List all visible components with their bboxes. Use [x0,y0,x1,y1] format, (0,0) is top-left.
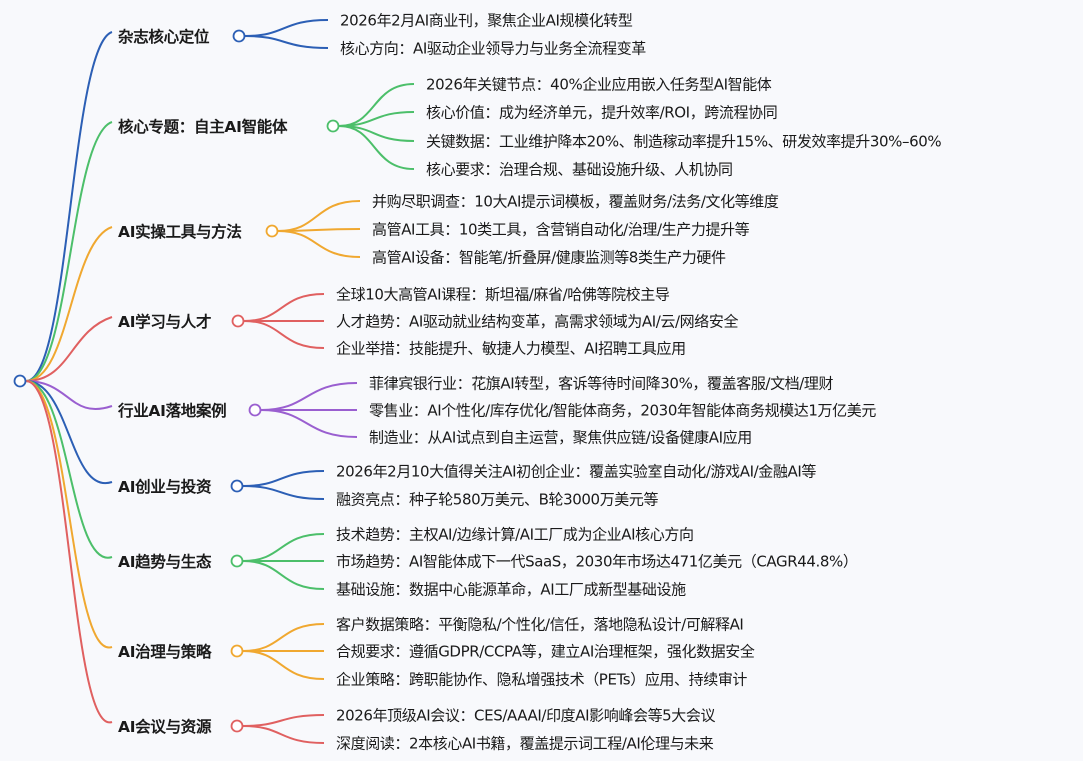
branch-label[interactable]: AI创业与投资 [118,478,212,496]
leaf-connector [338,83,415,127]
branch-collapse-toggle-icon[interactable] [248,403,262,417]
branch-label[interactable]: AI会议与资源 [118,718,212,736]
leaf-connector [244,19,329,37]
root-node-toggle-icon[interactable] [13,374,27,388]
leaf-item: 高管AI设备：智能笔/折叠屏/健康监测等8类生产力硬件 [372,248,726,267]
branch-connector [25,380,113,411]
leaf-connector [277,200,361,232]
leaf-item: 零售业：AI个性化/库存优化/智能体商务，2030年智能体商务规模达1万亿美元 [369,401,876,420]
leaf-connector [260,382,358,411]
branch-connector [25,380,113,649]
leaf-item: 人才趋势：AI驱动就业结构变革，高需求领域为AI/云/网络安全 [336,312,739,331]
branch-connector [25,380,113,559]
leaf-item: 2026年关键节点：40%企业应用嵌入任务型AI智能体 [426,75,772,94]
leaf-item: 技术趋势：主权AI/边缘计算/AI工厂成为企业AI核心方向 [336,525,694,544]
leaf-connector [242,533,325,562]
branch-collapse-toggle-icon[interactable] [231,314,245,328]
leaf-connector [242,560,325,590]
leaf-item: 合规要求：遵循GDPR/CCPA等，建立AI治理框架，强化数据安全 [336,642,755,661]
branch-connector [25,316,113,382]
leaf-item: 2026年顶级AI会议：CES/AAAI/印度AI影响峰会等5大会议 [336,706,716,725]
leaf-item: 高管AI工具：10类工具，含营销自动化/治理/生产力提升等 [372,220,750,239]
leaf-item: 全球10大高管AI课程：斯坦福/麻省/哈佛等院校主导 [336,285,670,304]
branch-connector [25,226,113,382]
leaf-item: 基础设施：数据中心能源革命，AI工厂成新型基础设施 [336,580,686,599]
leaf-connector [260,409,358,438]
branch-collapse-toggle-icon[interactable] [230,479,244,493]
leaf-connector [277,230,361,258]
branch-collapse-toggle-icon[interactable] [230,554,244,568]
leaf-connector [242,650,325,680]
branch-label[interactable]: AI趋势与生态 [118,553,212,571]
leaf-connector [242,623,325,652]
leaf-item: 核心方向：AI驱动企业领导力与业务全流程变革 [340,39,646,58]
leaf-item: 企业策略：跨职能协作、隐私增强技术（PETs）应用、持续审计 [336,670,748,689]
leaf-item: 关键数据：工业维护降本20%、制造稼动率提升15%、研发效率提升30%–60% [426,132,942,151]
branch-connector [25,380,113,485]
branch-label[interactable]: AI治理与策略 [118,643,212,661]
leaf-item: 核心价值：成为经济单元，提升效率/ROI，跨流程协同 [426,103,778,122]
branch-collapse-toggle-icon[interactable] [326,119,340,133]
leaf-item: 2026年2月AI商业刊，聚焦企业AI规模化转型 [340,11,633,30]
branch-collapse-toggle-icon[interactable] [265,224,279,238]
branch-connector [25,31,113,382]
leaf-item: 市场趋势：AI智能体成下一代SaaS，2030年市场达471亿美元（CAGR44… [336,552,858,571]
leaf-item: 并购尽职调查：10大AI提示词模板，覆盖财务/法务/文化等维度 [372,192,779,211]
leaf-item: 客户数据策略：平衡隐私/个性化/信任，落地隐私设计/可解释AI [336,615,744,634]
leaf-connector [242,714,325,727]
leaf-item: 制造业：从AI试点到自主运营，聚焦供应链/设备健康AI应用 [369,428,752,447]
leaf-connector [242,725,325,744]
leaf-connector [242,470,325,487]
leaf-item: 菲律宾银行业：花旗AI转型，客诉等待时间降30%，覆盖客服/文档/理财 [369,374,834,393]
leaf-item: 企业举措：技能提升、敏捷人力模型、AI招聘工具应用 [336,339,686,358]
leaf-connector [243,293,325,322]
branch-label[interactable]: 核心专题：自主AI智能体 [118,118,288,136]
leaf-connector [242,485,325,500]
leaf-item: 核心要求：治理合规、基础设施升级、人机协同 [426,160,733,179]
branch-collapse-toggle-icon[interactable] [230,719,244,733]
branch-collapse-toggle-icon[interactable] [232,29,246,43]
branch-label[interactable]: 行业AI落地案例 [118,402,227,420]
branch-connector [25,380,113,724]
branch-label[interactable]: 杂志核心定位 [118,28,210,46]
branch-label[interactable]: AI实操工具与方法 [118,223,242,241]
leaf-connector [244,35,329,49]
leaf-item: 2026年2月10大值得关注AI初创企业：覆盖实验室自动化/游戏AI/金融AI等 [336,462,816,481]
leaf-connector [243,320,325,349]
branch-label[interactable]: AI学习与人才 [118,313,212,331]
leaf-connector [338,125,415,170]
branch-connector [25,121,113,382]
leaf-item: 融资亮点：种子轮580万美元、B轮3000万美元等 [336,490,659,509]
leaf-item: 深度阅读：2本核心AI书籍，覆盖提示词工程/AI伦理与未来 [336,734,714,753]
branch-collapse-toggle-icon[interactable] [230,644,244,658]
